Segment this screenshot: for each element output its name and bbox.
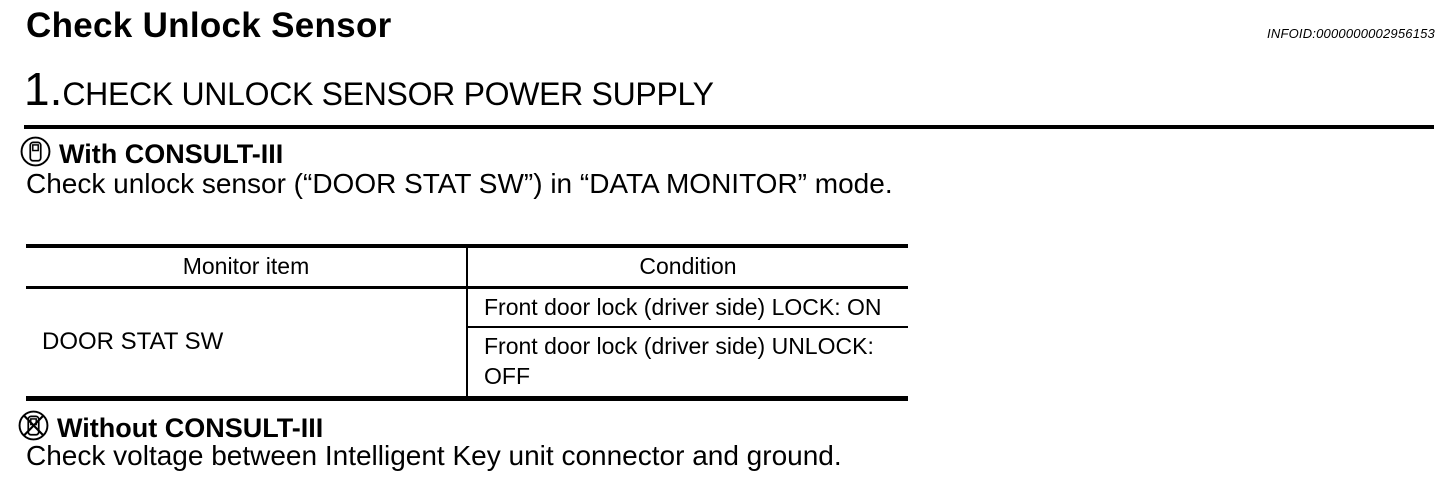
condition-unlock-cell: Front door lock (driver side) UNLOCK: OF… <box>466 327 908 399</box>
step-number: 1. <box>24 63 63 115</box>
with-consult-instruction: Check unlock sensor (“DOOR STAT SW”) in … <box>26 168 893 199</box>
section-divider-rule <box>24 125 1434 129</box>
table-row: DOOR STAT SW Front door lock (driver sid… <box>26 287 908 355</box>
without-consult-heading: Without CONSULT-III <box>18 410 323 446</box>
table-row: Front door lock (driver side) UNLOCK: OF… <box>26 327 908 399</box>
condition-lock-cell: Front door lock (driver side) LOCK: ON <box>466 287 908 329</box>
consult-tool-icon <box>20 136 51 172</box>
with-consult-heading-label: With CONSULT-III <box>59 138 284 169</box>
monitor-condition-table: Monitor item Condition DOOR STAT SW Fron… <box>26 244 908 402</box>
without-consult-instruction: Check voltage between Intelligent Key un… <box>26 440 842 471</box>
table-header-condition: Condition <box>466 246 908 289</box>
monitor-item-cell: DOOR STAT SW <box>42 328 224 356</box>
infoid-reference: INFOID:0000000002956153 <box>1267 26 1435 41</box>
page-title: Check Unlock Sensor <box>26 6 392 45</box>
consult-tool-crossed-icon <box>18 410 49 446</box>
with-consult-heading: With CONSULT-III <box>20 136 283 172</box>
step-1-heading: 1.CHECK UNLOCK SENSOR POWER SUPPLY <box>24 66 714 112</box>
table-header-row: Monitor item Condition <box>26 246 908 289</box>
table-header-monitor-item: Monitor item <box>26 246 467 289</box>
without-consult-heading-label: Without CONSULT-III <box>57 412 324 443</box>
step-title: CHECK UNLOCK SENSOR POWER SUPPLY <box>62 76 714 112</box>
